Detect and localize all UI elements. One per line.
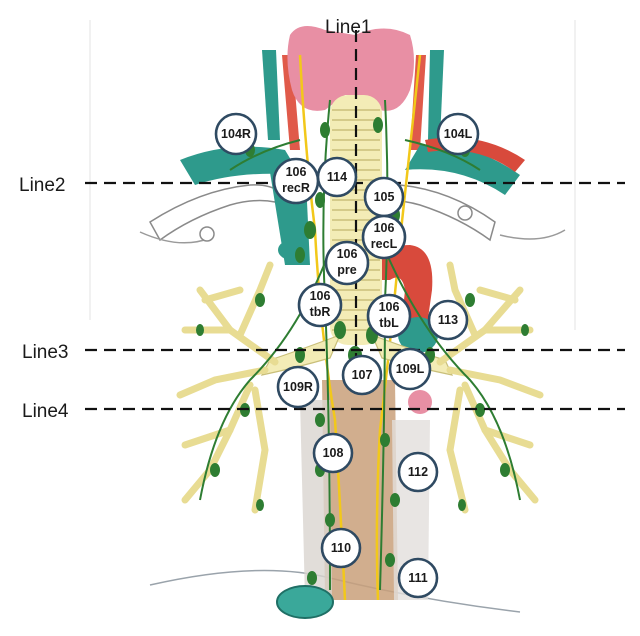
svg-text:recR: recR [282,181,310,195]
station-111: 111 [397,557,439,599]
left-carotid [410,55,426,150]
station-105: 105 [363,176,405,218]
line1-label: Line1 [325,17,372,38]
line2-label: Line2 [19,175,66,196]
left-jugular-vein [428,50,444,140]
station-104L: 104L [436,112,480,156]
station-106pre: 106 pre [324,240,370,286]
station-107: 107 [341,354,383,396]
station-labels: 104R 104L 106 recR 114 105 106 recL 106 … [214,112,480,599]
station-110: 110 [320,527,362,569]
svg-text:113: 113 [438,313,458,327]
station-114: 114 [316,156,358,198]
svg-text:109L: 109L [396,362,425,376]
right-rib-curve [499,229,566,240]
svg-text:107: 107 [352,368,373,382]
right-ring-marker [457,205,473,221]
esophagus-shade [300,400,332,600]
right-vagus-nerve [298,54,347,601]
station-106recR: 106 recR [272,157,320,205]
svg-text:104L: 104L [444,127,473,141]
svg-text:tbR: tbR [310,305,331,319]
svg-text:112: 112 [408,465,428,479]
svg-text:106: 106 [337,247,358,261]
station-109L: 109L [388,347,432,391]
svg-text:110: 110 [331,541,351,555]
right-carotid [282,55,300,150]
station-106tbR: 106 tbR [297,282,343,328]
left-clavicle [149,184,281,242]
line4-label: Line4 [22,401,69,422]
svg-text:109R: 109R [283,380,313,394]
station-109R: 109R [276,365,320,409]
right-jugular-vein [262,50,280,140]
svg-text:108: 108 [323,446,344,460]
svg-text:106: 106 [310,289,331,303]
line3-label: Line3 [22,342,69,363]
left-atrium-bulge [408,390,432,414]
thyroid-gland [287,26,414,111]
bottom-vessel-section [276,585,334,619]
station-106tbL: 106 tbL [366,293,412,339]
svg-text:105: 105 [374,190,395,204]
station-106recL: 106 recL [361,214,407,260]
svg-text:114: 114 [327,170,347,184]
svg-text:recL: recL [371,237,398,251]
svg-text:tbL: tbL [379,316,399,330]
bronchial-tree [176,261,544,514]
station-113: 113 [427,299,469,341]
svg-text:106: 106 [286,165,307,179]
station-108: 108 [312,432,354,474]
left-ring-marker [199,226,215,242]
svg-text:pre: pre [337,263,357,277]
svg-text:106: 106 [379,300,400,314]
station-104R: 104R [214,112,258,156]
brachiocephalic-vein-right [180,146,300,185]
svg-text:104R: 104R [221,127,251,141]
svg-text:106: 106 [374,221,395,235]
svg-text:111: 111 [408,571,428,585]
station-112: 112 [397,451,439,493]
